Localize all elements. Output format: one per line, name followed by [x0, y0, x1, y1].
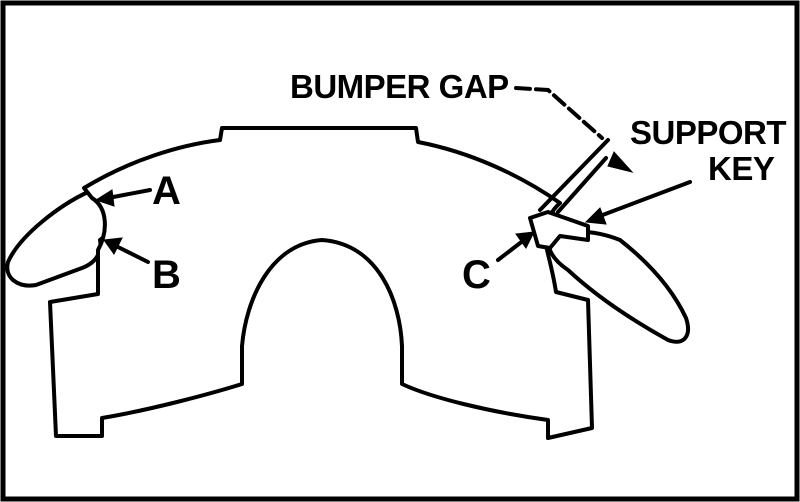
support-key-leader-line: [598, 180, 692, 218]
bumper-gap-arrow: [607, 151, 634, 173]
label-b: B: [152, 253, 181, 297]
label-support: SUPPORT: [630, 114, 786, 151]
right-brake-pad: [546, 229, 690, 344]
b-leader-line: [114, 244, 150, 264]
caliper-body: [48, 126, 594, 440]
label-a: A: [152, 169, 181, 213]
label-key: KEY: [708, 150, 775, 187]
support-key: [528, 210, 590, 250]
c-arrowhead: [515, 231, 535, 249]
bumper-gap-line-2: [556, 156, 608, 214]
bumper-gap-leader: [514, 86, 604, 140]
bumper-gap-line-1: [538, 138, 610, 212]
a-leader-line: [106, 188, 152, 200]
left-brake-pad: [5, 190, 114, 288]
support-key-arrowhead: [584, 207, 607, 225]
c-leader-line: [496, 238, 526, 262]
b-arrowhead: [103, 237, 123, 255]
a-arrowhead: [94, 189, 115, 207]
label-bumper-gap: BUMPER GAP: [290, 68, 509, 105]
label-c: C: [462, 253, 491, 297]
